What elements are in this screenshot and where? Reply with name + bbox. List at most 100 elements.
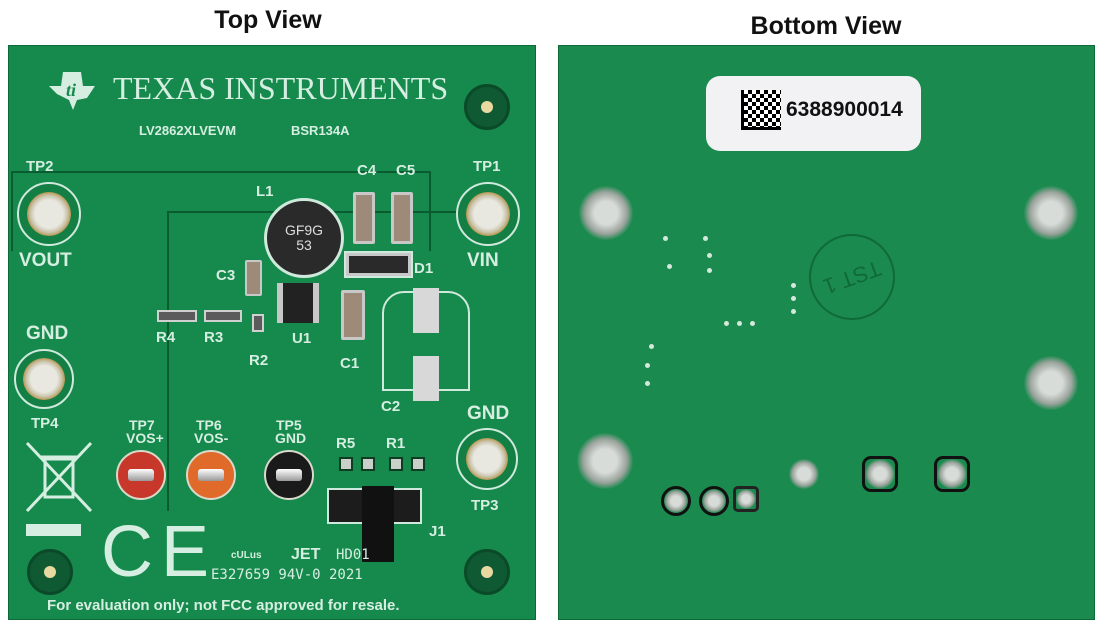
capacitor-c2	[413, 288, 439, 333]
bottom-view-pcb: 6388900014 TST 1	[558, 45, 1095, 620]
tp4-gnd-terminal[interactable]	[14, 349, 74, 409]
plated-hole	[1024, 356, 1078, 410]
resistor-r2	[252, 314, 264, 332]
resistor-r1-pad	[411, 457, 425, 471]
ce-mark: CE	[101, 512, 218, 592]
via	[707, 253, 712, 258]
via	[703, 236, 708, 241]
via	[791, 283, 796, 288]
tp3-gnd-terminal[interactable]	[456, 428, 518, 490]
via	[791, 296, 796, 301]
d1-label: D1	[414, 260, 434, 277]
c3-label: C3	[216, 267, 236, 284]
svg-text:ti: ti	[66, 80, 76, 100]
via	[724, 321, 729, 326]
plated-hole	[577, 433, 633, 489]
tp2-label: TP2	[26, 158, 54, 175]
capacitor-c1	[341, 290, 365, 340]
r3-label: R3	[204, 329, 224, 346]
diode-d1	[344, 251, 413, 278]
tp2-vout-terminal[interactable]	[17, 182, 81, 246]
cert-line: E327659 94V-0 2021	[211, 567, 363, 583]
top-view-title: Top View	[214, 6, 322, 34]
capacitor-c3	[245, 260, 262, 296]
vos-minus-label: VOS-	[194, 430, 229, 446]
via	[667, 264, 672, 269]
top-view-pcb: ti Texas Instruments LV2862XLVEVM BSR134…	[8, 45, 536, 620]
resistor-r4	[157, 310, 197, 322]
via	[791, 309, 796, 314]
jumper-shunt[interactable]	[362, 486, 394, 562]
pad	[661, 486, 691, 516]
tp5-label: TP5	[276, 417, 302, 433]
l1-label: L1	[256, 183, 274, 200]
pad	[699, 486, 729, 516]
tp6-test-point[interactable]	[186, 450, 236, 500]
r4-label: R4	[156, 329, 176, 346]
tp7-test-point[interactable]	[116, 450, 166, 500]
c4-label: C4	[357, 162, 377, 179]
model-label: LV2862XLVEVM	[139, 123, 237, 138]
hd01-mark: HD01	[336, 547, 370, 563]
via	[707, 268, 712, 273]
weee-bar	[26, 524, 81, 536]
serial-number: 6388900014	[786, 98, 903, 121]
tp5-gnd-label: GND	[275, 430, 307, 446]
capacitor-c5	[391, 192, 413, 244]
tp1-label: TP1	[473, 158, 501, 175]
jet-mark: JET	[291, 546, 321, 563]
serial-label: 6388900014	[706, 76, 921, 151]
inductor-marking: GF9G	[284, 222, 324, 238]
c1-label: C1	[340, 355, 360, 372]
bottom-view-title: Bottom View	[750, 12, 902, 40]
ul-mark: cULus	[231, 550, 262, 561]
tp1-vin-terminal[interactable]	[456, 182, 520, 246]
board-id-label: BSR134A	[291, 123, 350, 138]
u1-label: U1	[292, 330, 312, 347]
tp7-label: TP7	[129, 417, 155, 433]
copper-trace	[167, 211, 169, 511]
via	[645, 363, 650, 368]
c5-label: C5	[396, 162, 416, 179]
datamatrix-code-icon	[741, 90, 781, 130]
via	[750, 321, 755, 326]
capacitor-c4	[353, 192, 375, 244]
tp6-label: TP6	[196, 417, 222, 433]
pad	[862, 456, 898, 492]
via	[737, 321, 742, 326]
capacitor-c2	[413, 356, 439, 401]
pad	[733, 486, 759, 512]
plated-hole	[1024, 186, 1078, 240]
tst-stamp: TST 1	[796, 221, 908, 333]
tp4-label: TP4	[31, 415, 59, 432]
brand-name: Texas Instruments	[113, 70, 449, 106]
r5-label: R5	[336, 435, 356, 452]
pad	[789, 459, 819, 489]
weee-bin-icon	[21, 439, 96, 514]
inductor-l1: GF9G 53	[264, 198, 344, 278]
resistor-r3	[204, 310, 242, 322]
gnd-label: GND	[26, 323, 69, 344]
c2-label: C2	[381, 398, 401, 415]
ti-logo-icon: ti	[47, 68, 97, 110]
via	[649, 344, 654, 349]
via	[663, 236, 668, 241]
j1-label: J1	[429, 523, 446, 540]
r2-label: R2	[249, 352, 269, 369]
gnd-label: GND	[467, 403, 510, 424]
resistor-r5-pad	[339, 457, 353, 471]
tp3-label: TP3	[471, 497, 499, 514]
inductor-marking: 53	[296, 237, 312, 254]
mounting-hole	[27, 549, 73, 595]
vin-label: VIN	[467, 250, 499, 271]
ic-u1	[277, 283, 319, 323]
r1-label: R1	[386, 435, 406, 452]
vos-plus-label: VOS+	[126, 430, 164, 446]
footer-disclaimer: For evaluation only; not FCC approved fo…	[47, 597, 400, 614]
tp5-test-point[interactable]	[264, 450, 314, 500]
resistor-r5-pad	[361, 457, 375, 471]
via	[645, 381, 650, 386]
mounting-hole	[464, 84, 510, 130]
plated-hole	[579, 186, 633, 240]
pad	[934, 456, 970, 492]
